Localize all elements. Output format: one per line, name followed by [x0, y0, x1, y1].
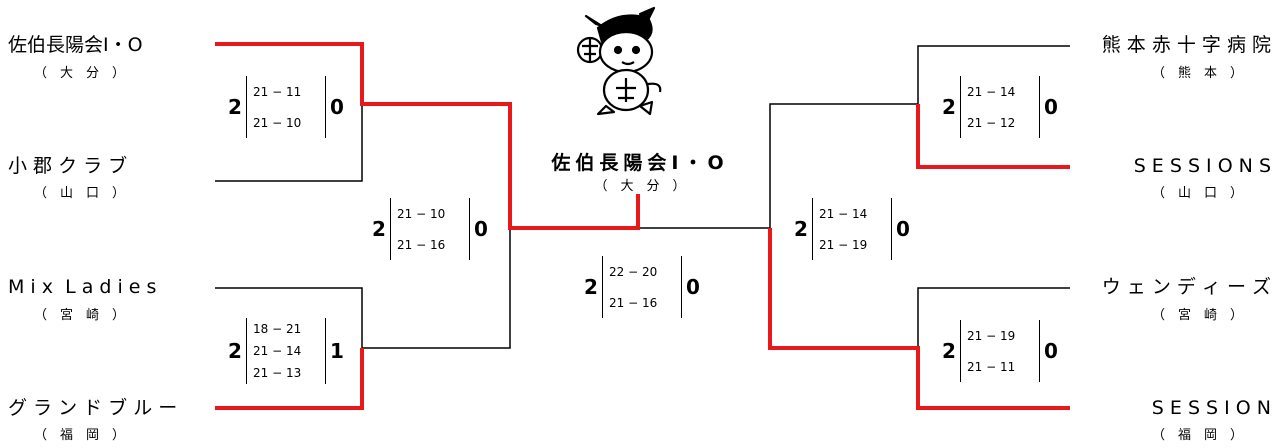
game-score: 21 − 13 — [253, 366, 302, 380]
game-score: 21 − 11 — [253, 84, 302, 99]
pref-right-1: （ 熊 本 ） — [1151, 66, 1243, 81]
win-sessions — [916, 104, 1070, 169]
score-r1-loser-games: 0 — [1044, 95, 1058, 119]
game-score: 22 − 20 — [609, 264, 658, 279]
score-l2-loser-games: 1 — [330, 339, 344, 363]
team-right-1: 熊 本 赤 十 字 病 院 — [1101, 34, 1271, 56]
score-lsemi: 2 21 − 10 21 − 16 0 — [372, 198, 497, 260]
game-score: 21 − 11 — [967, 359, 1016, 374]
game-score: 21 − 16 — [609, 295, 658, 310]
mascot-turtle-icon — [576, 6, 662, 116]
score-l2: 2 18 − 21 21 − 14 21 − 13 1 — [228, 318, 353, 384]
champion: 佐伯長陽会I・O （ 大 分 ） — [530, 148, 750, 194]
score-lsemi-loser-games: 0 — [474, 217, 488, 241]
score-lsemi-box: 21 − 10 21 − 16 — [390, 198, 470, 260]
line-rsemi-top — [769, 103, 918, 228]
score-l2-box: 18 − 21 21 − 14 21 − 13 — [246, 318, 326, 384]
score-rsemi: 2 21 − 14 21 − 19 0 — [794, 198, 919, 260]
team-left-4: グ ラ ン ド ブ ル ー — [8, 397, 178, 419]
pref-right-2: （ 山 口 ） — [1151, 186, 1243, 201]
pref-left-3: （ 宮 崎 ） — [34, 308, 126, 323]
score-r2: 2 21 − 19 21 − 11 0 — [942, 320, 1067, 382]
score-r2-box: 21 − 19 21 − 11 — [960, 320, 1040, 382]
game-score: 21 − 14 — [967, 84, 1016, 99]
team-left-2: 小 郡 ク ラ ブ — [8, 155, 128, 177]
pref-left-1: （ 大 分 ） — [34, 66, 126, 81]
game-score: 21 − 10 — [253, 115, 302, 130]
champion-name: 佐伯長陽会I・O — [551, 152, 729, 174]
game-score: 21 − 19 — [967, 328, 1016, 343]
pref-right-4: （ 福 岡 ） — [1151, 428, 1243, 443]
score-r1-winner-games: 2 — [942, 95, 956, 119]
score-l1-loser-games: 0 — [330, 95, 344, 119]
game-score: 21 − 16 — [397, 237, 446, 252]
win-session — [768, 228, 1070, 410]
score-l2-winner-games: 2 — [228, 339, 242, 363]
score-r2-winner-games: 2 — [942, 339, 956, 363]
score-final-loser-games: 0 — [686, 275, 700, 299]
game-score: 21 − 14 — [819, 206, 868, 221]
score-rsemi-winner-games: 2 — [794, 217, 808, 241]
win-saiki — [215, 42, 640, 230]
score-r2-loser-games: 0 — [1044, 339, 1058, 363]
team-left-1: 佐伯長陽会I・O — [8, 34, 143, 56]
score-l1-winner-games: 2 — [228, 95, 242, 119]
score-l1: 2 21 − 11 21 − 10 0 — [228, 76, 353, 138]
team-right-3: ウ ェ ン デ ィ ー ズ — [1101, 276, 1271, 298]
line-kumamoto — [917, 45, 1070, 104]
score-final-box: 22 − 20 21 − 16 — [602, 256, 682, 318]
team-right-4: S E S S I O N — [1151, 397, 1271, 419]
team-left-3: M i x L a d i e s — [8, 276, 157, 298]
team-right-2: S E S S I O N S — [1133, 155, 1271, 177]
line-wendys — [917, 287, 1070, 348]
game-score: 21 − 19 — [819, 237, 868, 252]
pref-left-4: （ 福 岡 ） — [34, 428, 126, 443]
score-l1-box: 21 − 11 21 − 10 — [246, 76, 326, 138]
pref-left-2: （ 山 口 ） — [34, 186, 126, 201]
pref-right-3: （ 宮 崎 ） — [1151, 308, 1243, 323]
score-rsemi-loser-games: 0 — [896, 217, 910, 241]
game-score: 21 − 12 — [967, 115, 1016, 130]
line-lsemi-loser — [362, 228, 511, 349]
score-r1: 2 21 − 14 21 − 12 0 — [942, 76, 1067, 138]
game-score: 21 − 14 — [253, 344, 302, 358]
line-koguri — [215, 104, 363, 182]
score-final-winner-games: 2 — [584, 275, 598, 299]
champion-prefecture: （ 大 分 ） — [594, 179, 686, 194]
score-r1-box: 21 − 14 21 − 12 — [960, 76, 1040, 138]
game-score: 21 − 10 — [397, 206, 446, 221]
score-lsemi-winner-games: 2 — [372, 217, 386, 241]
game-score: 18 − 21 — [253, 322, 302, 336]
line-mixladies — [215, 287, 363, 348]
score-rsemi-box: 21 − 14 21 − 19 — [812, 198, 892, 260]
score-final: 2 22 − 20 21 − 16 0 — [584, 256, 709, 318]
win-grandblue — [215, 348, 364, 410]
